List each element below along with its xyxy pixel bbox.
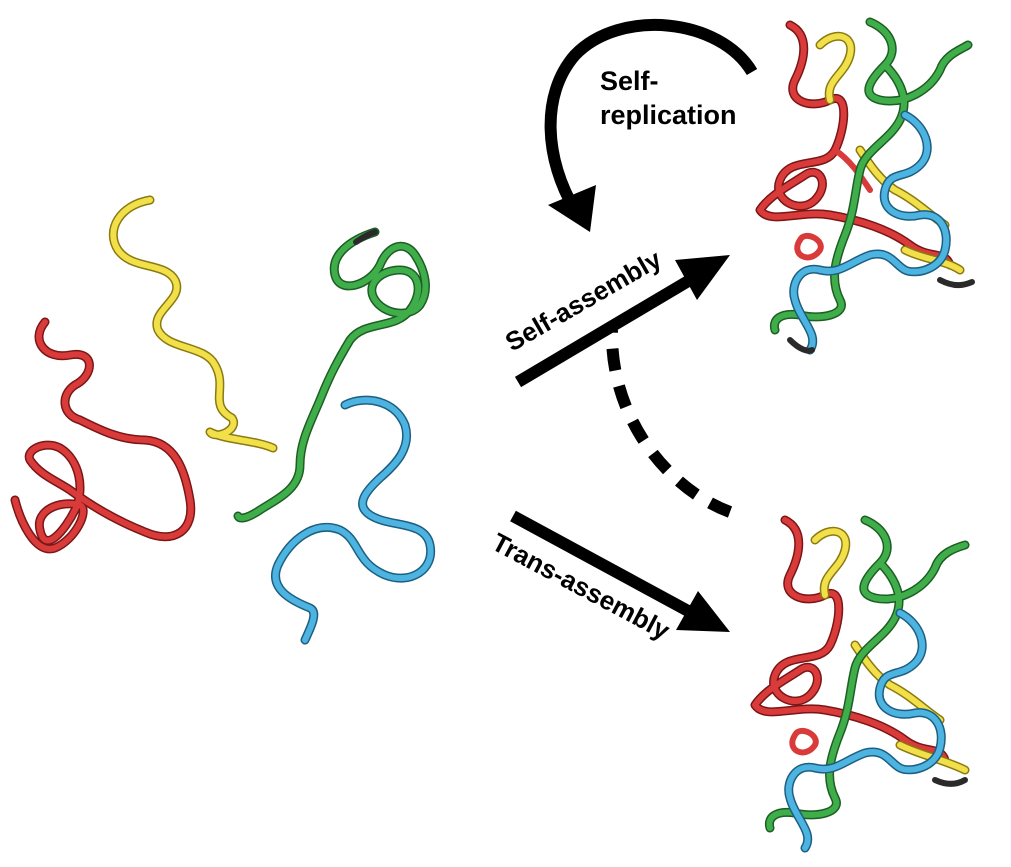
blue-strand [271,395,436,645]
trans-assembled-complex [750,515,970,853]
separate-strands [10,195,436,645]
self-replication-arrow [544,18,758,232]
green-strand [233,227,430,523]
self-assembly-arrow [514,255,730,388]
trans-assembly-arrow [510,510,730,632]
self-replication-label-line2: replication [600,100,737,130]
self-replication-label-line1: Self- [600,66,659,96]
self-assembled-complex [755,17,975,355]
conversion-dashed-arrow [605,329,733,518]
yellow-strand [108,195,278,453]
red-strand [10,317,196,554]
